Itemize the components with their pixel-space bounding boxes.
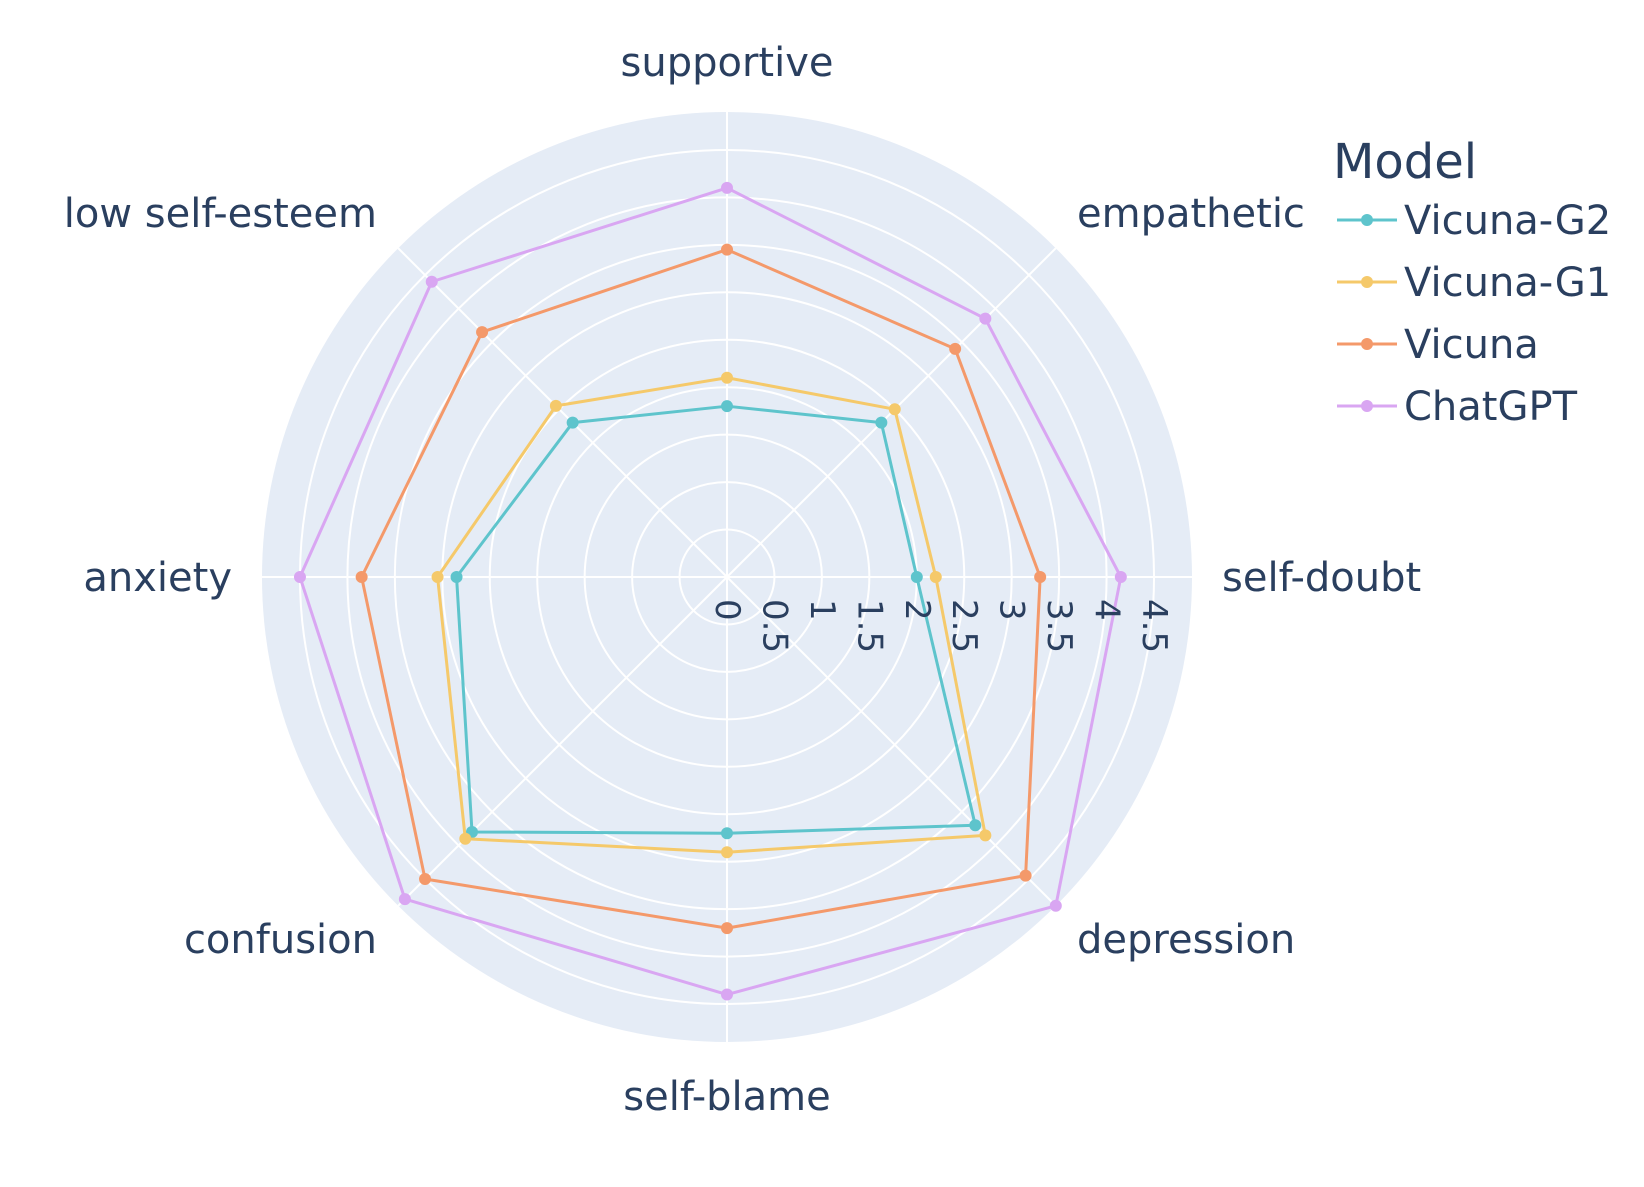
legend-label-vicuna-g1: Vicuna-G1 — [1404, 260, 1611, 306]
series-group — [293, 181, 1127, 1001]
legend-title: Model — [1333, 134, 1477, 190]
data-point-chatgpt-supportive — [721, 181, 733, 194]
data-point-vicuna-g2-self-blame — [721, 827, 733, 840]
legend-label-vicuna: Vicuna — [1404, 322, 1539, 368]
data-point-vicuna-g1-self-blame — [721, 846, 733, 859]
data-point-vicuna-g2-empathetic — [875, 416, 888, 429]
data-point-vicuna-depression — [1019, 869, 1032, 882]
axis-label-self-blame: self-blame — [623, 1074, 830, 1120]
legend-item-vicuna: Vicuna — [1337, 322, 1539, 368]
data-point-vicuna-g2-self-doubt — [910, 571, 923, 583]
legend-marker-vicuna — [1361, 338, 1373, 350]
legend-label-vicuna-g2: Vicuna-G2 — [1404, 198, 1611, 244]
radial-tick-label: 3.5 — [1039, 599, 1079, 653]
legend-item-chatgpt: ChatGPT — [1337, 384, 1578, 430]
data-point-vicuna-g2-depression — [969, 819, 982, 832]
angular-gridlines — [262, 112, 1192, 1042]
radial-tick-labels: 0 0.5 1 1.5 2 2.5 3 3.5 4 4.5 — [707, 599, 1174, 653]
data-point-vicuna-g1-depression — [979, 829, 992, 842]
angular-axis-labels: supportive empathetic self-doubt depression… — [64, 40, 1421, 1120]
axis-label-self-doubt: self-doubt — [1222, 555, 1421, 601]
data-point-vicuna-g2-anxiety — [450, 571, 463, 583]
data-point-vicuna-confusion — [419, 872, 432, 885]
series-vicuna — [355, 243, 1047, 935]
radial-tick-label: 0.5 — [754, 599, 794, 653]
axis-label-confusion: confusion — [184, 917, 377, 963]
spoke-depression — [726, 576, 1057, 907]
data-point-vicuna-g1-supportive — [721, 371, 733, 384]
legend-marker-vicuna-g1 — [1361, 276, 1373, 288]
data-point-chatgpt-anxiety — [293, 571, 306, 583]
spoke-confusion — [397, 576, 728, 907]
data-point-vicuna-anxiety — [355, 571, 368, 583]
data-point-vicuna-g1-confusion — [459, 832, 472, 845]
axis-label-depression: depression — [1077, 917, 1295, 963]
data-point-chatgpt-empathetic — [979, 312, 992, 325]
radial-tick-label: 4.5 — [1134, 599, 1174, 653]
spoke-low-self-esteem — [397, 247, 728, 578]
series-vicuna-g2 — [450, 400, 982, 840]
series-chatgpt — [293, 181, 1127, 1001]
radial-tick-label: 1 — [802, 599, 842, 621]
series-vicuna-g1 — [431, 371, 992, 859]
legend-marker-chatgpt — [1361, 400, 1373, 412]
legend-item-vicuna-g1: Vicuna-G1 — [1337, 260, 1611, 306]
radial-tick-label: 2 — [897, 599, 937, 621]
data-point-vicuna-low-self-esteem — [476, 326, 489, 339]
axis-label-anxiety: anxiety — [83, 555, 232, 601]
data-point-chatgpt-self-doubt — [1114, 571, 1127, 583]
axis-label-empathetic: empathetic — [1077, 191, 1305, 237]
data-point-vicuna-g2-low-self-esteem — [566, 416, 579, 429]
legend-label-chatgpt: ChatGPT — [1404, 384, 1578, 430]
data-point-vicuna-self-doubt — [1034, 571, 1047, 583]
legend-marker-vicuna-g2 — [1361, 214, 1373, 226]
data-point-vicuna-g1-anxiety — [431, 571, 444, 583]
data-point-vicuna-g1-self-doubt — [929, 571, 942, 583]
data-point-vicuna-self-blame — [721, 922, 733, 935]
data-point-vicuna-supportive — [721, 243, 733, 256]
axis-label-low-self-esteem: low self-esteem — [64, 191, 377, 237]
data-point-chatgpt-depression — [1049, 899, 1062, 912]
radial-tick-label: 4 — [1087, 599, 1127, 621]
data-point-chatgpt-self-blame — [721, 988, 733, 1001]
radial-tick-label: 3 — [992, 599, 1032, 621]
data-point-vicuna-g2-supportive — [721, 400, 733, 413]
data-point-vicuna-empathetic — [949, 342, 962, 355]
data-point-chatgpt-low-self-esteem — [425, 275, 438, 288]
legend-item-vicuna-g2: Vicuna-G2 — [1337, 198, 1611, 244]
data-point-vicuna-g1-empathetic — [888, 403, 901, 416]
data-point-vicuna-g1-low-self-esteem — [549, 399, 562, 412]
radial-tick-label: 1.5 — [849, 599, 889, 653]
axis-label-supportive: supportive — [621, 40, 834, 86]
radial-tick-label: 0 — [707, 599, 747, 621]
radial-tick-label: 2.5 — [944, 599, 984, 653]
data-point-chatgpt-confusion — [398, 893, 411, 906]
